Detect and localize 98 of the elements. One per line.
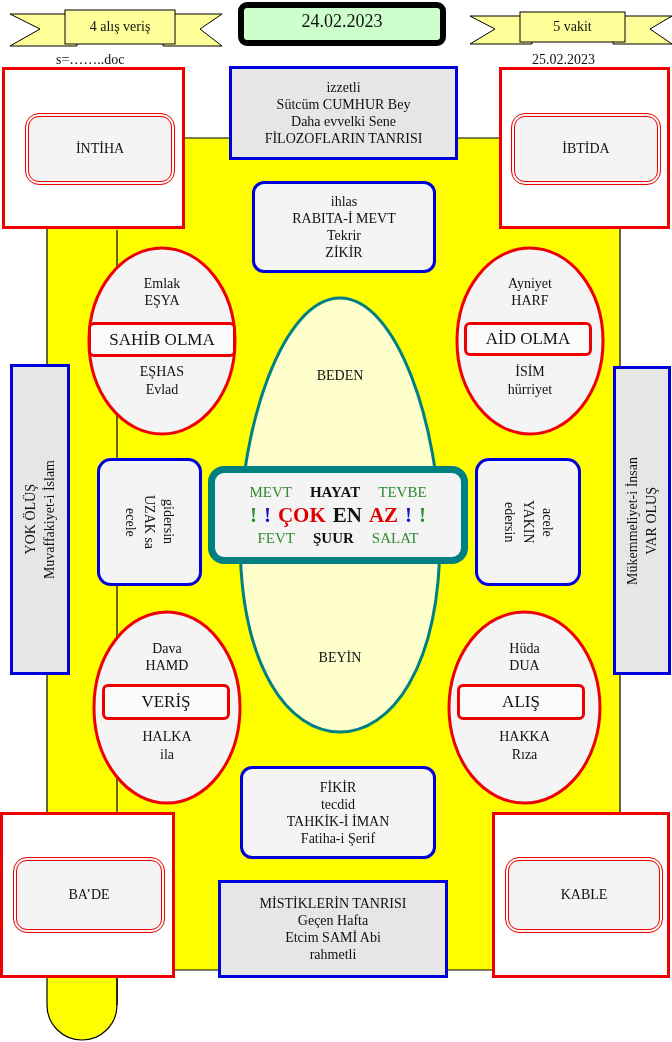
- node-text: Tekrir: [327, 227, 361, 244]
- node-text: Daha evvelki Sene: [291, 113, 396, 130]
- node-text: Etcim SAMİ Abi: [285, 929, 381, 946]
- node-text: MİSTİKLERİN TANRISI: [259, 895, 407, 912]
- node-text: RABITA-İ MEVT: [292, 210, 396, 227]
- text-panel: [475, 458, 581, 586]
- title-box: [25, 113, 175, 185]
- node-text: EN: [332, 502, 362, 528]
- node-text: HARF: [510, 292, 550, 309]
- node-text: HAYAT: [309, 483, 361, 501]
- ribbon-banner: [10, 10, 222, 48]
- title-box: [464, 322, 592, 356]
- title-box: [511, 113, 661, 185]
- oval: [87, 246, 237, 436]
- node-text: BEDEN: [315, 367, 365, 384]
- node-text: SALAT: [371, 529, 419, 547]
- node-text: !: [249, 502, 257, 528]
- node-text: KABLE: [560, 887, 608, 903]
- date-box: [238, 2, 446, 46]
- node-text: AZ: [368, 502, 399, 528]
- node-text: FİLOZOFLARIN TANRISI: [264, 130, 423, 147]
- text-panel: [613, 366, 671, 675]
- node-text: TAHKİK-İ İMAN: [286, 812, 390, 830]
- node-text: YAKIN: [519, 500, 537, 544]
- node-text: UZAK sa: [141, 494, 158, 549]
- node-text: !: [419, 502, 427, 528]
- node-text: !: [405, 502, 413, 528]
- node-text: Ayniyet: [507, 275, 553, 292]
- node-text: DUA: [508, 657, 541, 674]
- box-frame: [499, 67, 670, 229]
- box-frame: [0, 812, 175, 978]
- node-text: 5 vakit: [553, 19, 592, 35]
- node-text: FEVT: [257, 529, 295, 547]
- node-text: İNTİHA: [75, 141, 125, 157]
- text-panel: [252, 181, 436, 273]
- node-text: HAMD: [144, 657, 190, 674]
- node-text: ŞUUR: [313, 529, 354, 547]
- node-text: VAR OLUŞ: [643, 486, 660, 555]
- node-text: ÇOK: [277, 502, 326, 528]
- title-box: [13, 857, 165, 933]
- oval: [455, 246, 605, 436]
- note-text: s=……..doc: [56, 52, 125, 68]
- node-text: ecele: [122, 507, 139, 537]
- node-text: HAKKA: [498, 728, 551, 745]
- node-text: EŞYA: [143, 292, 181, 309]
- node-text: Evlad: [144, 381, 180, 398]
- node-text: izzetli: [326, 79, 361, 96]
- title-box: [457, 684, 585, 720]
- note-text: 25.02.2023: [532, 52, 595, 68]
- node-text: BA’DE: [68, 887, 110, 903]
- title-box: [88, 322, 236, 357]
- text-panel: [10, 364, 70, 675]
- node-text: ila: [159, 746, 175, 763]
- node-text: gidersin: [160, 499, 177, 545]
- center-panel: [208, 466, 468, 564]
- node-text: HALKA: [141, 728, 193, 745]
- node-text: Geçen Hafta: [297, 912, 369, 929]
- text-panel: [240, 766, 436, 859]
- node-text: 4 alış veriş: [89, 19, 151, 35]
- node-text: !: [263, 502, 271, 528]
- node-text: acele: [538, 507, 556, 537]
- node-text: MEVT: [249, 483, 292, 501]
- node-text: VERİŞ: [141, 692, 191, 712]
- node-text: BEYİN: [317, 649, 363, 666]
- node-text: Sütcüm CUMHUR Bey: [276, 96, 411, 113]
- title-box: [102, 684, 230, 720]
- oval: [92, 610, 242, 805]
- node-text: Mükemmeliyet-i İnsan: [624, 456, 641, 585]
- box-frame: [492, 812, 670, 978]
- node-text: Muvaffakiyet-i İslam: [41, 459, 58, 580]
- text-panel: [218, 880, 448, 978]
- node-text: YOK ÖLÜŞ: [22, 484, 39, 555]
- ribbon-banner: [470, 12, 672, 46]
- node-text: 24.02.2023: [301, 11, 383, 32]
- node-text: Hüda: [508, 640, 541, 657]
- node-text: Fatiha-i Şerif: [300, 829, 376, 847]
- node-text: AİD OLMA: [485, 329, 571, 349]
- node-text: Emlak: [142, 275, 182, 292]
- node-text: SAHİB OLMA: [109, 329, 215, 350]
- node-text: ZİKİR: [325, 244, 363, 261]
- node-text: İSİM: [514, 363, 546, 380]
- text-panel: [97, 458, 202, 586]
- text-panel: [229, 66, 458, 160]
- node-text: Dava: [151, 640, 183, 657]
- node-text: ihlas: [330, 193, 358, 210]
- node-text: FİKİR: [319, 778, 357, 796]
- node-text: tecdid: [320, 795, 356, 813]
- node-text: İBTİDA: [562, 141, 610, 157]
- node-text: edersin: [500, 501, 518, 543]
- oval: [447, 610, 602, 805]
- box-frame: [2, 67, 185, 229]
- node-text: Rıza: [510, 746, 539, 763]
- node-text: ALIŞ: [502, 692, 540, 712]
- node-text: TEVBE: [378, 483, 427, 501]
- title-box: [505, 857, 663, 933]
- node-text: rahmetli: [309, 946, 357, 963]
- node-text: EŞHAS: [138, 363, 186, 380]
- node-text: hürriyet: [506, 381, 554, 398]
